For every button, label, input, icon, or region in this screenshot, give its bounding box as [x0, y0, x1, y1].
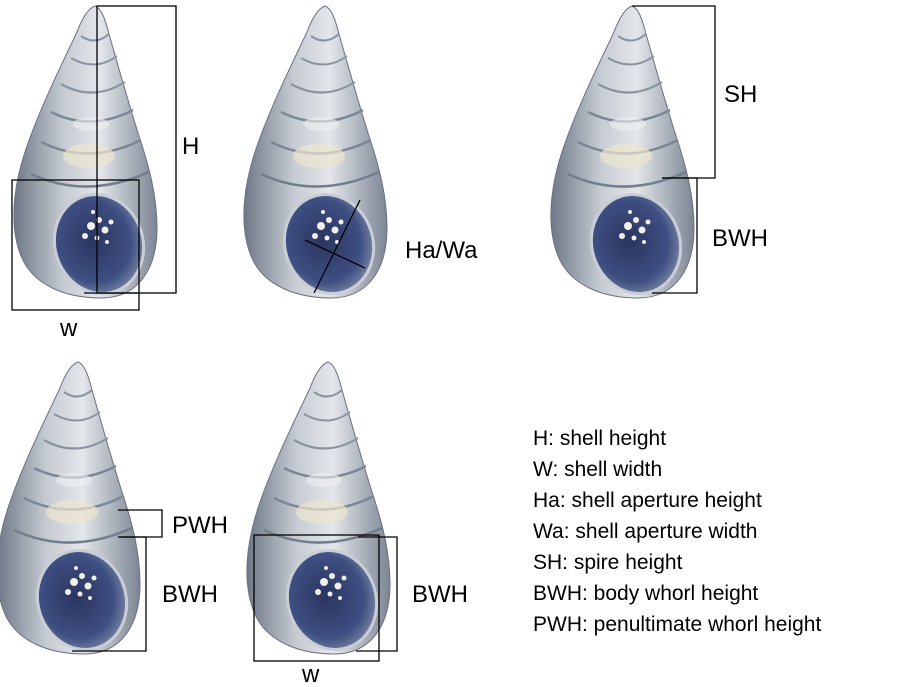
body-whorl-bracket [72, 536, 147, 652]
legend-item: H: shell height [533, 427, 666, 450]
label-w: w [301, 661, 320, 687]
legend-item: BWH: body whorl height [533, 582, 758, 605]
body-whorl-bracket [356, 536, 398, 652]
width-bracket [253, 534, 380, 662]
panel-3: SH BWH [549, 4, 768, 307]
panel-4: PWH BWH [0, 360, 228, 663]
legend: H: shell height W: shell width Ha: shell… [533, 427, 821, 636]
shell-image [549, 4, 696, 307]
label-w: w [59, 315, 78, 342]
aperture-height-line [313, 199, 361, 294]
legend-item: PWH: penultimate whorl height [533, 613, 821, 636]
panel-2: Ha/Wa [242, 4, 478, 307]
body-whorl-bracket [652, 177, 698, 294]
panel-1: H w [11, 4, 199, 342]
legend-item: W: shell width [533, 458, 662, 481]
legend-item: Ha: shell aperture height [533, 489, 762, 512]
width-bracket [11, 179, 140, 311]
shell-image [242, 4, 389, 307]
label-BWH: BWH [162, 581, 218, 608]
shell-image [0, 360, 142, 663]
shell-image [245, 360, 392, 663]
aperture-width-line [304, 239, 366, 269]
label-BWH: BWH [412, 581, 468, 608]
legend-item: SH: spire height [533, 551, 683, 574]
label-PWH: PWH [172, 512, 228, 539]
legend-item: Wa: shell aperture width [533, 520, 758, 543]
shell-image [12, 4, 159, 307]
label-H: H [182, 133, 199, 160]
panel-5: BWH w [245, 360, 468, 687]
label-SH: SH [724, 81, 757, 108]
label-BWH: BWH [712, 225, 768, 252]
label-Ha-Wa: Ha/Wa [405, 237, 478, 264]
